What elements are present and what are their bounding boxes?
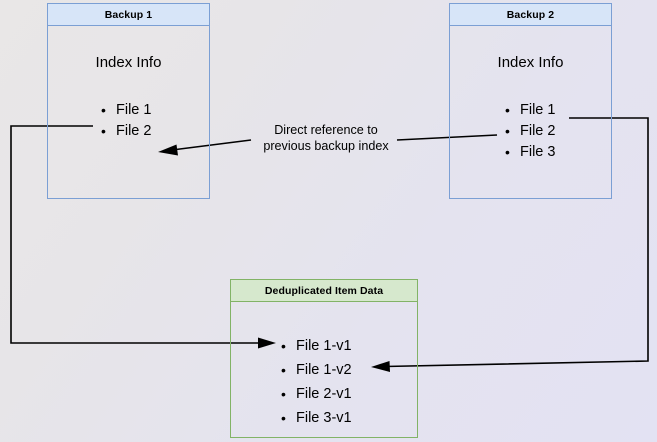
backup-1-body: Index Info File 1 File 2 [48,26,209,198]
backup-2-item-list: File 1 File 2 File 3 [505,100,555,163]
list-item: File 3-v1 [281,406,352,430]
backup-1-item-list: File 1 File 2 [101,100,151,142]
edge-label-line-1: Direct reference to [274,123,378,137]
list-item: File 1 [505,100,555,121]
backup-2-body: Index Info File 1 File 2 File 3 [450,26,611,198]
deduplicated-item-data-node[interactable]: Deduplicated Item Data File 1-v1 File 1-… [230,279,418,438]
list-item: File 1-v1 [281,334,352,358]
backup-2-header: Backup 2 [450,4,611,26]
list-item: File 2 [505,121,555,142]
deduplicated-item-data-body: File 1-v1 File 1-v2 File 2-v1 File 3-v1 [231,302,417,437]
backup-2-body-title: Index Info [497,54,564,71]
list-item: File 1-v2 [281,358,352,382]
backup-1-header: Backup 1 [48,4,209,26]
deduplicated-item-data-header: Deduplicated Item Data [231,280,417,302]
list-item: File 3 [505,142,555,163]
edge-label-direct-reference: Direct reference to previous backup inde… [252,123,400,154]
list-item: File 2-v1 [281,382,352,406]
dedup-item-list: File 1-v1 File 1-v2 File 2-v1 File 3-v1 [281,334,352,430]
edge-label-line-2: previous backup index [263,138,389,153]
list-item: File 1 [101,100,151,121]
backup-1-body-title: Index Info [95,54,162,71]
backup-1-node[interactable]: Backup 1 Index Info File 1 File 2 [47,3,210,199]
backup-2-node[interactable]: Backup 2 Index Info File 1 File 2 File 3 [449,3,612,199]
list-item: File 2 [101,121,151,142]
